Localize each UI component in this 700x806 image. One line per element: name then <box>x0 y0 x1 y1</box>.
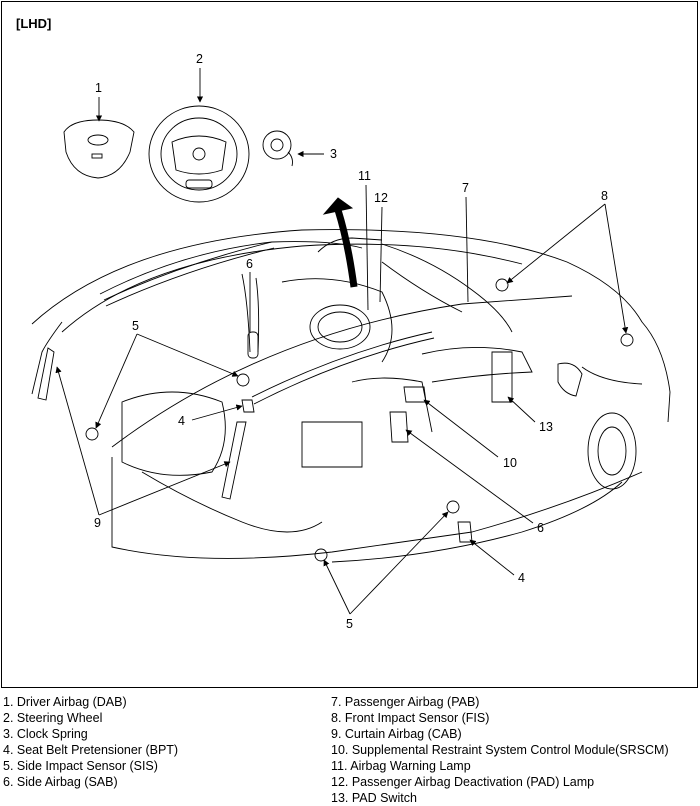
legend-item: 2. Steering Wheel <box>3 711 103 725</box>
callout-clock-spring: 3 <box>330 147 337 161</box>
legend-item: 13. PAD Switch <box>331 791 417 805</box>
legend-item: 5. Side Impact Sensor (SIS) <box>3 759 158 773</box>
callout-side-impact-sensor-lower: 5 <box>346 617 353 631</box>
leader-lines <box>55 68 629 615</box>
callout-warning-lamp: 11 <box>358 169 371 183</box>
legend-item: 12. Passenger Airbag Deactivation (PAD) … <box>331 775 595 789</box>
legend-item: 8. Front Impact Sensor (FIS) <box>331 711 490 725</box>
callout-pad-switch: 13 <box>539 420 553 434</box>
legend-item: 9. Curtain Airbag (CAB) <box>331 727 462 741</box>
callout-pretensioner-right: 4 <box>518 571 525 585</box>
warning-arrow-head <box>322 197 354 215</box>
sensor-markers <box>85 278 634 562</box>
warning-arrow-shaft <box>334 208 358 288</box>
callout-driver-airbag: 1 <box>95 81 102 95</box>
callout-steering-wheel: 2 <box>196 52 203 66</box>
legend-item: 7. Passenger Airbag (PAB) <box>331 695 480 709</box>
car-body-outline <box>31 229 671 563</box>
legend-right-column: 7. Passenger Airbag (PAB) 8. Front Impac… <box>331 694 669 806</box>
legend-item: 6. Side Airbag (SAB) <box>3 775 118 789</box>
car-illustration: 1 2 3 11 12 7 8 5 6 4 9 10 13 6 5 4 <box>31 52 671 631</box>
legend-item: 11. Airbag Warning Lamp <box>331 759 471 773</box>
callout-pretensioner-left: 4 <box>178 414 185 428</box>
steering-wheel-drawing <box>148 105 250 203</box>
airbag-system-diagram: [LHD] <box>1 1 698 688</box>
legend-left-column: 1. Driver Airbag (DAB) 2. Steering Wheel… <box>3 694 178 790</box>
callout-side-airbag-rear: 6 <box>246 257 253 271</box>
legend-item: 3. Clock Spring <box>3 727 88 741</box>
callout-front-impact-sensor: 8 <box>601 189 608 203</box>
legend-item: 4. Seat Belt Pretensioner (BPT) <box>3 743 179 757</box>
clock-spring-drawing <box>262 130 293 167</box>
callout-srscm: 10 <box>503 456 517 470</box>
callout-curtain-airbag: 9 <box>94 516 101 530</box>
driver-airbag-drawing <box>63 119 135 179</box>
interior-drawing <box>121 261 533 543</box>
callout-pad-lamp: 12 <box>374 191 388 205</box>
curtain-airbag-drawing <box>31 241 435 500</box>
callout-side-airbag-front: 6 <box>537 521 544 535</box>
callout-passenger-airbag: 7 <box>462 181 469 195</box>
legend-item: 10. Supplemental Restraint System Contro… <box>331 743 669 757</box>
legend-item: 1. Driver Airbag (DAB) <box>3 695 127 709</box>
callout-side-impact-sensor-upper: 5 <box>132 319 139 333</box>
drive-side-tag: [LHD] <box>16 16 52 31</box>
